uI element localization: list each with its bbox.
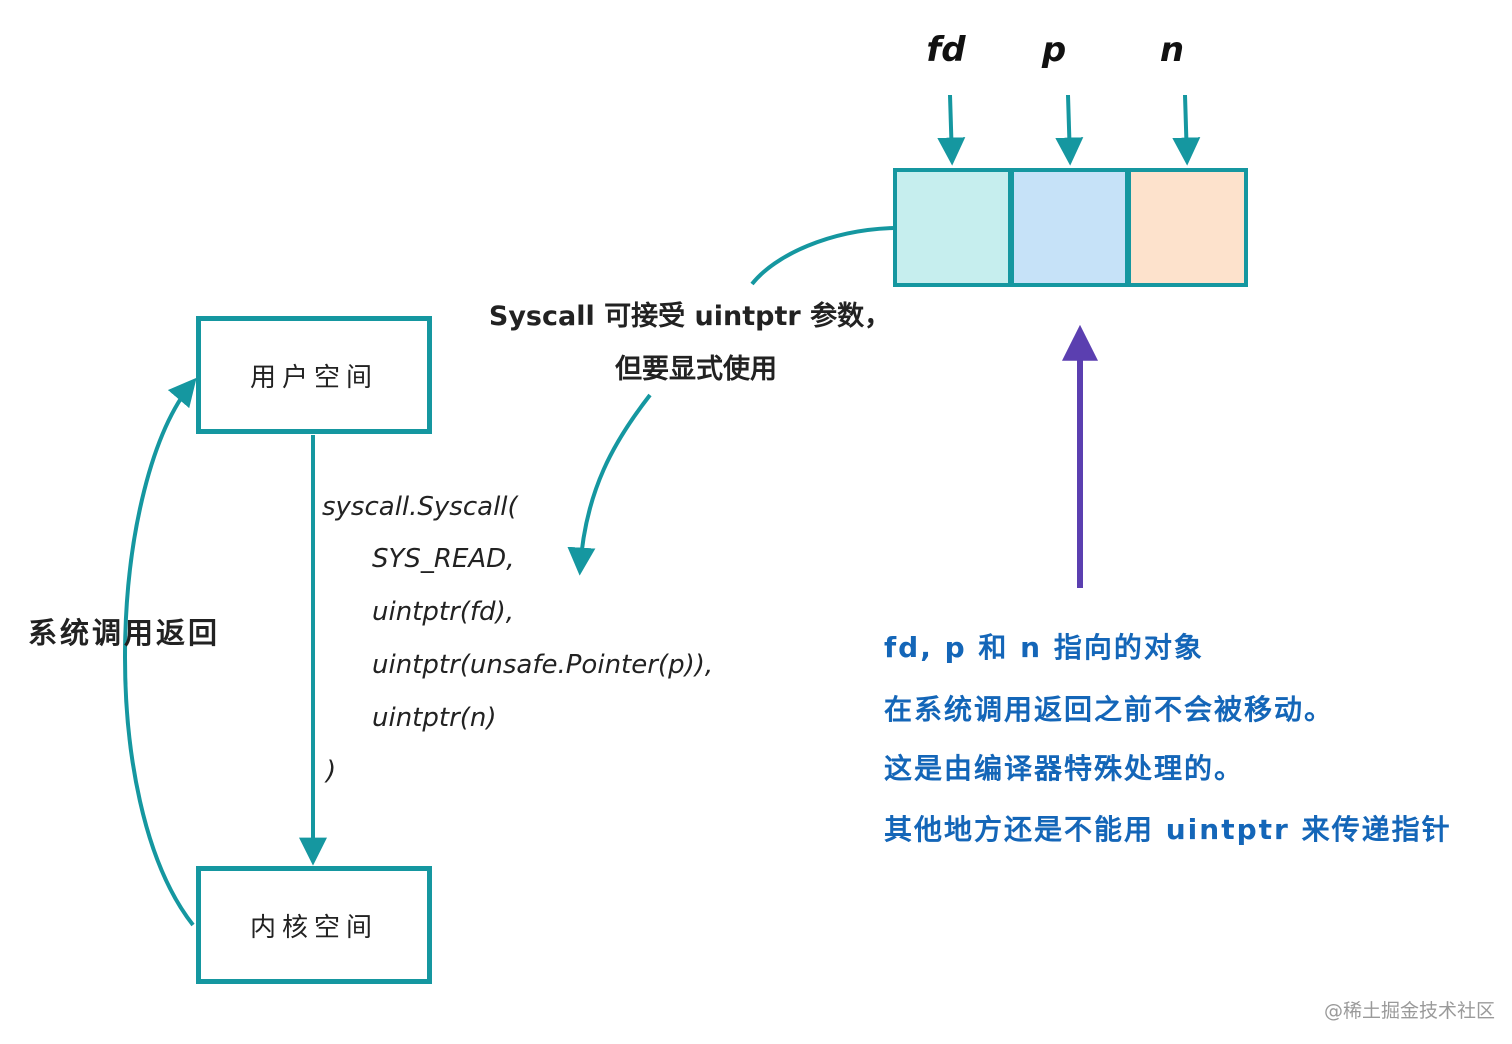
syscall-return-arrow bbox=[123, 377, 197, 927]
user-space-box: 用户空间 bbox=[196, 316, 432, 434]
arg-cell-p bbox=[1010, 168, 1129, 287]
code-line-6: ) bbox=[326, 756, 337, 786]
watermark: @稀土掘金技术社区 bbox=[1324, 1000, 1496, 1022]
arg-label-fd: fd bbox=[926, 30, 966, 70]
kernel-space-label: 内核空间 bbox=[249, 912, 378, 943]
arg-label-n: n bbox=[1159, 30, 1185, 70]
note-line-2: 在系统调用返回之前不会被移动。 bbox=[884, 693, 1335, 726]
kernel-space-box: 内核空间 bbox=[196, 866, 432, 984]
callout-to-code-arrow bbox=[567, 393, 652, 576]
code-line-4: uintptr(unsafe.Pointer(p)), bbox=[372, 650, 714, 680]
callout-line-2: 但要显式使用 bbox=[615, 354, 777, 385]
code-line-3: uintptr(fd), bbox=[372, 597, 514, 627]
arg-cell-fd bbox=[893, 168, 1012, 287]
args-to-callout-connector bbox=[750, 226, 894, 286]
note-line-1: fd, p 和 n 指向的对象 bbox=[884, 631, 1204, 664]
user-space-label: 用户空间 bbox=[249, 362, 378, 393]
syscall-return-label: 系统调用返回 bbox=[28, 616, 221, 650]
arrow-n bbox=[1172, 94, 1201, 166]
arg-cell-n bbox=[1127, 168, 1248, 287]
code-line-1: syscall.Syscall( bbox=[322, 492, 518, 522]
code-line-5: uintptr(n) bbox=[372, 703, 497, 733]
code-line-2: SYS_READ, bbox=[372, 544, 515, 574]
arg-label-p: p bbox=[1041, 30, 1067, 70]
callout-line-1: Syscall 可接受 uintptr 参数， bbox=[488, 301, 892, 332]
arrow-fd bbox=[937, 94, 966, 166]
note-line-3: 这是由编译器特殊处理的。 bbox=[884, 752, 1245, 785]
arrow-p bbox=[1055, 94, 1084, 166]
note-line-4: 其他地方还是不能用 uintptr 来传递指针 bbox=[884, 813, 1452, 846]
